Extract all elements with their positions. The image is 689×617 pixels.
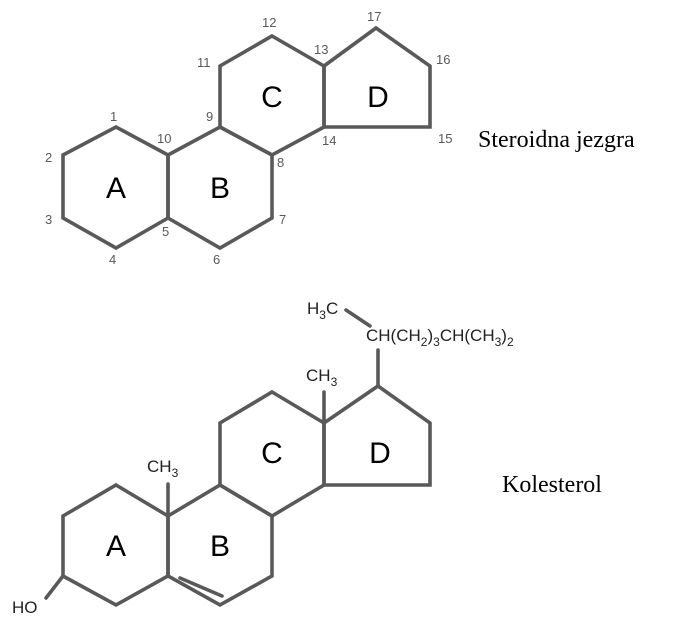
cholesterol-caption: Kolesterol [502, 472, 602, 498]
methyl-19-label: CH3 [147, 457, 179, 480]
steroid-nucleus: A B C D 1 2 3 4 5 6 7 8 9 10 11 12 13 14… [45, 9, 635, 267]
cholesterol-ring-d [322, 383, 432, 487]
atom-number-10: 10 [157, 131, 171, 146]
double-bond-line [178, 576, 224, 598]
atom-number-5: 5 [162, 224, 169, 239]
steroid-ring-d-label: D [367, 81, 389, 114]
atom-number-16: 16 [436, 52, 450, 67]
atom-number-17: 17 [367, 9, 381, 24]
methyl-18-label: CH3 [306, 366, 338, 389]
methyl-21-bond [344, 308, 372, 328]
atom-number-6: 6 [213, 252, 220, 267]
atom-number-9: 9 [206, 109, 213, 124]
hydroxyl-label: HO [12, 598, 38, 617]
steroid-ring-a-label: A [106, 172, 126, 205]
atom-number-15: 15 [438, 131, 452, 146]
atom-number-14: 14 [322, 133, 336, 148]
cholesterol-ring-d-label: D [369, 437, 391, 470]
cholesterol-ring-b-label: B [210, 530, 230, 563]
methyl-21-label: H3C [307, 299, 338, 322]
atom-number-11: 11 [197, 55, 211, 70]
cholesterol-ring-a-label: A [106, 530, 126, 563]
steroid-ring-c-label: C [261, 81, 283, 114]
steroid-caption: Steroidna jezgra [478, 127, 635, 153]
atom-number-8: 8 [277, 155, 284, 170]
hydroxyl-bond [44, 574, 65, 600]
steroid-ring-b-label: B [210, 172, 230, 205]
cholesterol-structure: A B C D CH3 CH3 HO H3C CH(CH2)3CH(CH3)2 … [12, 299, 602, 617]
atom-number-7: 7 [279, 212, 286, 227]
atom-number-2: 2 [45, 150, 52, 165]
side-chain-label: CH(CH2)3CH(CH3)2 [366, 326, 514, 349]
atom-number-4: 4 [109, 252, 116, 267]
atom-number-1: 1 [110, 109, 117, 124]
cholesterol-ring-c-label: C [261, 437, 283, 470]
steroid-ring-d [322, 25, 432, 129]
atom-number-12: 12 [262, 15, 276, 30]
atom-number-3: 3 [45, 212, 52, 227]
atom-number-13: 13 [314, 42, 328, 57]
